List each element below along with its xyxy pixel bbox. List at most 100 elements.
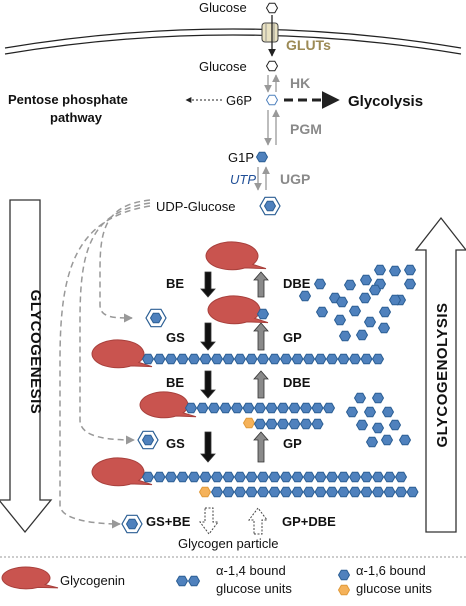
free-glucose xyxy=(373,264,387,276)
legend-a16-line1: α-1,6 bound xyxy=(356,563,426,578)
pgm-reversible-arrow xyxy=(264,109,280,146)
utp-label: UTP xyxy=(230,172,256,187)
glucose-unit-hexagon xyxy=(164,471,178,483)
glucose-unit-hexagon xyxy=(279,353,293,365)
glucose-unit-hexagon xyxy=(325,471,339,483)
glucose-outside-hexagon xyxy=(265,2,279,14)
glucose-unit-hexagon xyxy=(233,486,247,498)
glucose-unit-hexagon xyxy=(187,471,201,483)
glucose-unit-hexagon xyxy=(302,471,316,483)
glucose-unit-hexagon xyxy=(265,402,278,414)
glucose-unit-hexagon xyxy=(265,418,278,430)
free-glucose xyxy=(403,278,417,290)
step2-up-arrow xyxy=(253,322,269,351)
free-glucose xyxy=(380,434,394,446)
free-glucose xyxy=(298,290,312,302)
glucose-unit-hexagon xyxy=(268,471,281,483)
glucose-unit-hexagon xyxy=(279,471,293,483)
g1p-label: G1P xyxy=(228,150,254,165)
free-glucose xyxy=(315,306,329,318)
legend-branch-symbol xyxy=(337,584,351,596)
legend-a16-symbol xyxy=(337,569,351,581)
glucose-unit-hexagon xyxy=(311,402,324,414)
glucose-unit-hexagon xyxy=(288,402,301,414)
glucose-unit-hexagon xyxy=(196,402,209,414)
free-glucose xyxy=(355,419,369,431)
glucose-unit-hexagon xyxy=(199,353,212,365)
glucose-unit-hexagon xyxy=(314,486,327,498)
glucose-unit-hexagon xyxy=(371,471,385,483)
free-glucose xyxy=(378,306,392,318)
g6p-hexagon xyxy=(265,94,279,106)
free-glucose xyxy=(313,278,327,290)
glucose-unit-hexagon xyxy=(256,486,270,498)
udp-glucose-label: UDP-Glucose xyxy=(156,199,235,214)
legend-glycogenin-blob xyxy=(1,566,59,590)
hk-reversible-arrow xyxy=(264,74,280,93)
glucose-unit-hexagon xyxy=(184,402,198,414)
glucose-unit-hexagon xyxy=(141,471,155,483)
glucose-inside-hexagon xyxy=(265,60,279,72)
glucose-unit-hexagon xyxy=(325,486,339,498)
step1-right-label: DBE xyxy=(283,276,311,291)
step1-left-label: BE xyxy=(166,276,184,291)
glucose-unit-hexagon xyxy=(245,353,258,365)
legend-a14-line2: glucose units xyxy=(216,581,292,596)
glucose-unit-hexagon xyxy=(242,402,255,414)
glucose-unit-hexagon xyxy=(394,486,408,498)
pgm-label: PGM xyxy=(290,121,322,137)
step4-up-arrow xyxy=(253,431,269,463)
free-glucose xyxy=(365,436,379,448)
free-glucose xyxy=(359,274,373,286)
glucose-unit-hexagon xyxy=(383,471,396,483)
cell-membrane xyxy=(4,28,462,55)
glucose-outside-hexagon xyxy=(265,2,279,14)
glucose-unit-hexagon xyxy=(322,402,336,414)
glycogen-particle-label: Glycogen particle xyxy=(178,536,278,551)
glucose-unit-hexagon xyxy=(207,402,221,414)
free-glucose xyxy=(335,296,349,308)
glucose-unit-hexagon xyxy=(141,353,155,365)
glucose-unit-hexagon xyxy=(383,486,396,498)
glucose-unit-hexagon xyxy=(371,486,385,498)
glucose-inside-hexagon xyxy=(265,60,279,72)
step4-down-arrow xyxy=(200,431,216,463)
free-glucose xyxy=(343,279,357,291)
glucose-unit-hexagon xyxy=(222,486,235,498)
glucose-unit-hexagon xyxy=(348,471,362,483)
legend-glycogenin-label: Glycogenin xyxy=(60,573,125,588)
branch-point xyxy=(198,486,212,498)
ugp-label: UGP xyxy=(280,171,310,187)
free-glucose xyxy=(345,406,359,418)
step1-up-arrow xyxy=(253,271,269,298)
glycogenin-stage3 xyxy=(91,339,153,369)
legend: Glycogenin α-1,4 bound glucose units α-1… xyxy=(1,563,432,596)
free-glucose xyxy=(363,406,377,418)
udp-glucose-hexagon-4 xyxy=(121,514,143,534)
free-glucose xyxy=(363,316,377,328)
glucose-unit-hexagon xyxy=(233,353,247,365)
glycogenesis-arrow: GLYCOGENESIS xyxy=(0,199,53,534)
free-glucose xyxy=(333,314,347,326)
udp-glucose-hexagon-2 xyxy=(145,308,167,328)
glucose-unit-hexagon xyxy=(279,486,293,498)
g6p-label: G6P xyxy=(226,93,252,108)
legend-a14-symbol xyxy=(175,575,201,587)
glycogenin-stage1 xyxy=(205,241,267,271)
glycogenin-stage5 xyxy=(91,457,153,487)
glycogenolysis-arrow: GLYCOGENOLYSIS xyxy=(414,216,466,533)
udp-glucose-unit xyxy=(263,200,277,212)
glucose-unit-hexagon xyxy=(325,353,339,365)
glucose-unit-hexagon xyxy=(256,353,270,365)
step3-right-label: DBE xyxy=(283,375,311,390)
free-glucose xyxy=(353,392,367,404)
legend-a14-hexagon xyxy=(187,575,201,587)
ppp-label-line1: Pentose phosphate xyxy=(8,92,128,107)
glucose-unit-hexagon xyxy=(314,353,327,365)
glucose-unit-hexagon xyxy=(291,471,304,483)
glucose-unit-hexagon xyxy=(276,418,290,430)
glucose-unit-hexagon xyxy=(153,471,166,483)
legend-a16-line2: glucose units xyxy=(356,581,432,596)
glycogenesis-label: GLYCOGENESIS xyxy=(27,290,44,415)
legend-a14-line1: α-1,4 bound xyxy=(216,563,286,578)
